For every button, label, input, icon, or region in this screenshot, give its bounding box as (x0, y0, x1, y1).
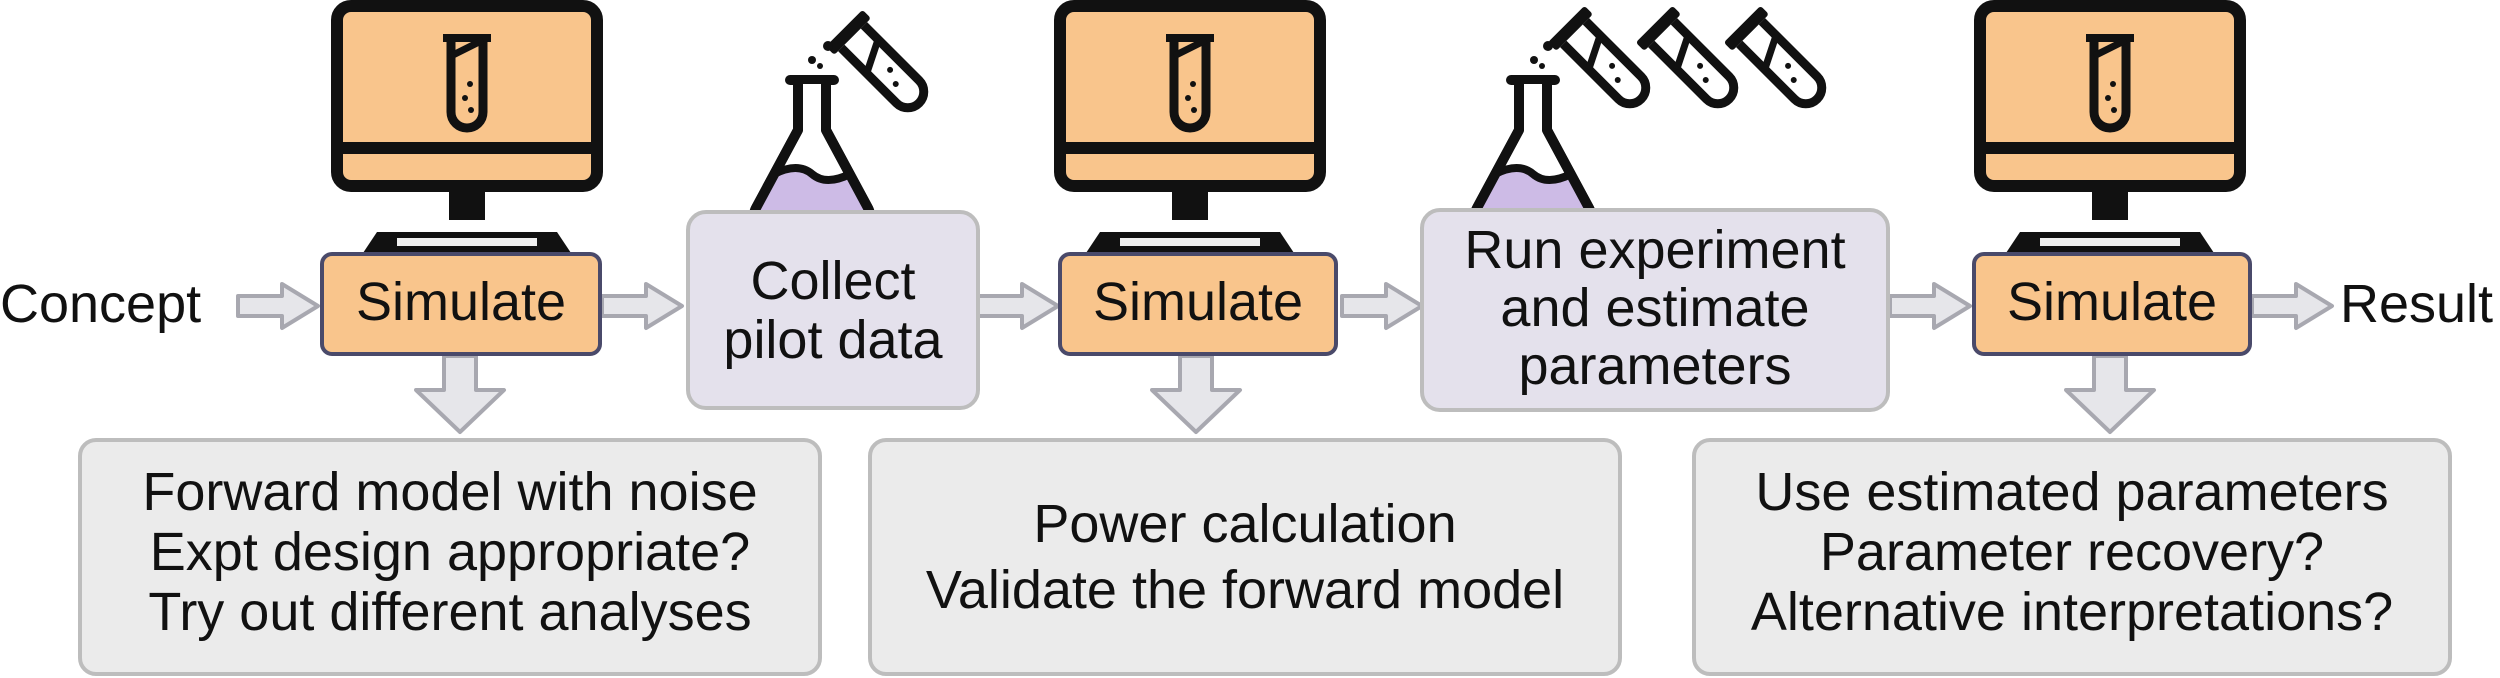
note-line: Power calculation (1033, 494, 1456, 554)
test-tube-icon (1724, 6, 1836, 118)
test-tube-icon (826, 10, 938, 122)
note-line: Try out different analyses (148, 582, 751, 642)
note-box-second: Power calculation Validate the forward m… (868, 438, 1622, 676)
flow-arrow (1340, 282, 1424, 330)
computer-monitor-icon (1060, 6, 1320, 256)
computer-monitor-icon (1980, 6, 2240, 256)
test-tube-icon (1636, 6, 1748, 118)
computer-monitor-icon (337, 6, 597, 256)
note-line: Alternative interpretations? (1751, 582, 2393, 642)
simulate-label: Simulate (2007, 272, 2217, 332)
run-experiment-box: Run experiment and estimate parameters (1420, 208, 1890, 412)
note-line: Validate the forward model (926, 560, 1564, 620)
flow-arrow (2250, 282, 2334, 330)
result-label: Result (2340, 274, 2493, 334)
note-line: Use estimated parameters (1755, 462, 2388, 522)
pour-drops (808, 41, 833, 69)
note-box-third: Use estimated parameters Parameter recov… (1692, 438, 2452, 676)
flow-arrow (236, 282, 320, 330)
collect-label-line-2: pilot data (723, 310, 943, 370)
note-box-first: Forward model with noise Expt design app… (78, 438, 822, 676)
simulate-box: Simulate (1058, 252, 1338, 356)
note-line: Expt design appropriate? (150, 522, 750, 582)
down-arrow (1150, 354, 1242, 434)
flow-arrow (976, 282, 1060, 330)
down-arrow (2064, 354, 2156, 434)
concept-label: Concept (0, 274, 201, 334)
flask-icon (1475, 80, 1591, 220)
down-arrow (414, 354, 506, 434)
collect-label-line-1: Collect (750, 251, 915, 311)
pour-drops (1530, 41, 1553, 69)
simulate-label: Simulate (356, 272, 566, 332)
simulate-label: Simulate (1093, 272, 1303, 332)
collect-pilot-data-box: Collect pilot data (686, 210, 980, 410)
flow-arrow (1888, 282, 1972, 330)
experiment-label-line-1: Run experiment (1464, 220, 1845, 280)
test-tube-icon (1548, 6, 1660, 118)
simulate-box: Simulate (320, 252, 602, 356)
note-line: Parameter recovery? (1820, 522, 2324, 582)
flask-icon (754, 80, 870, 220)
flow-arrow (600, 282, 684, 330)
experiment-label-line-2: and estimate (1500, 278, 1809, 338)
note-line: Forward model with noise (142, 462, 757, 522)
experiment-label-line-3: parameters (1518, 336, 1791, 396)
simulate-box: Simulate (1972, 252, 2252, 356)
